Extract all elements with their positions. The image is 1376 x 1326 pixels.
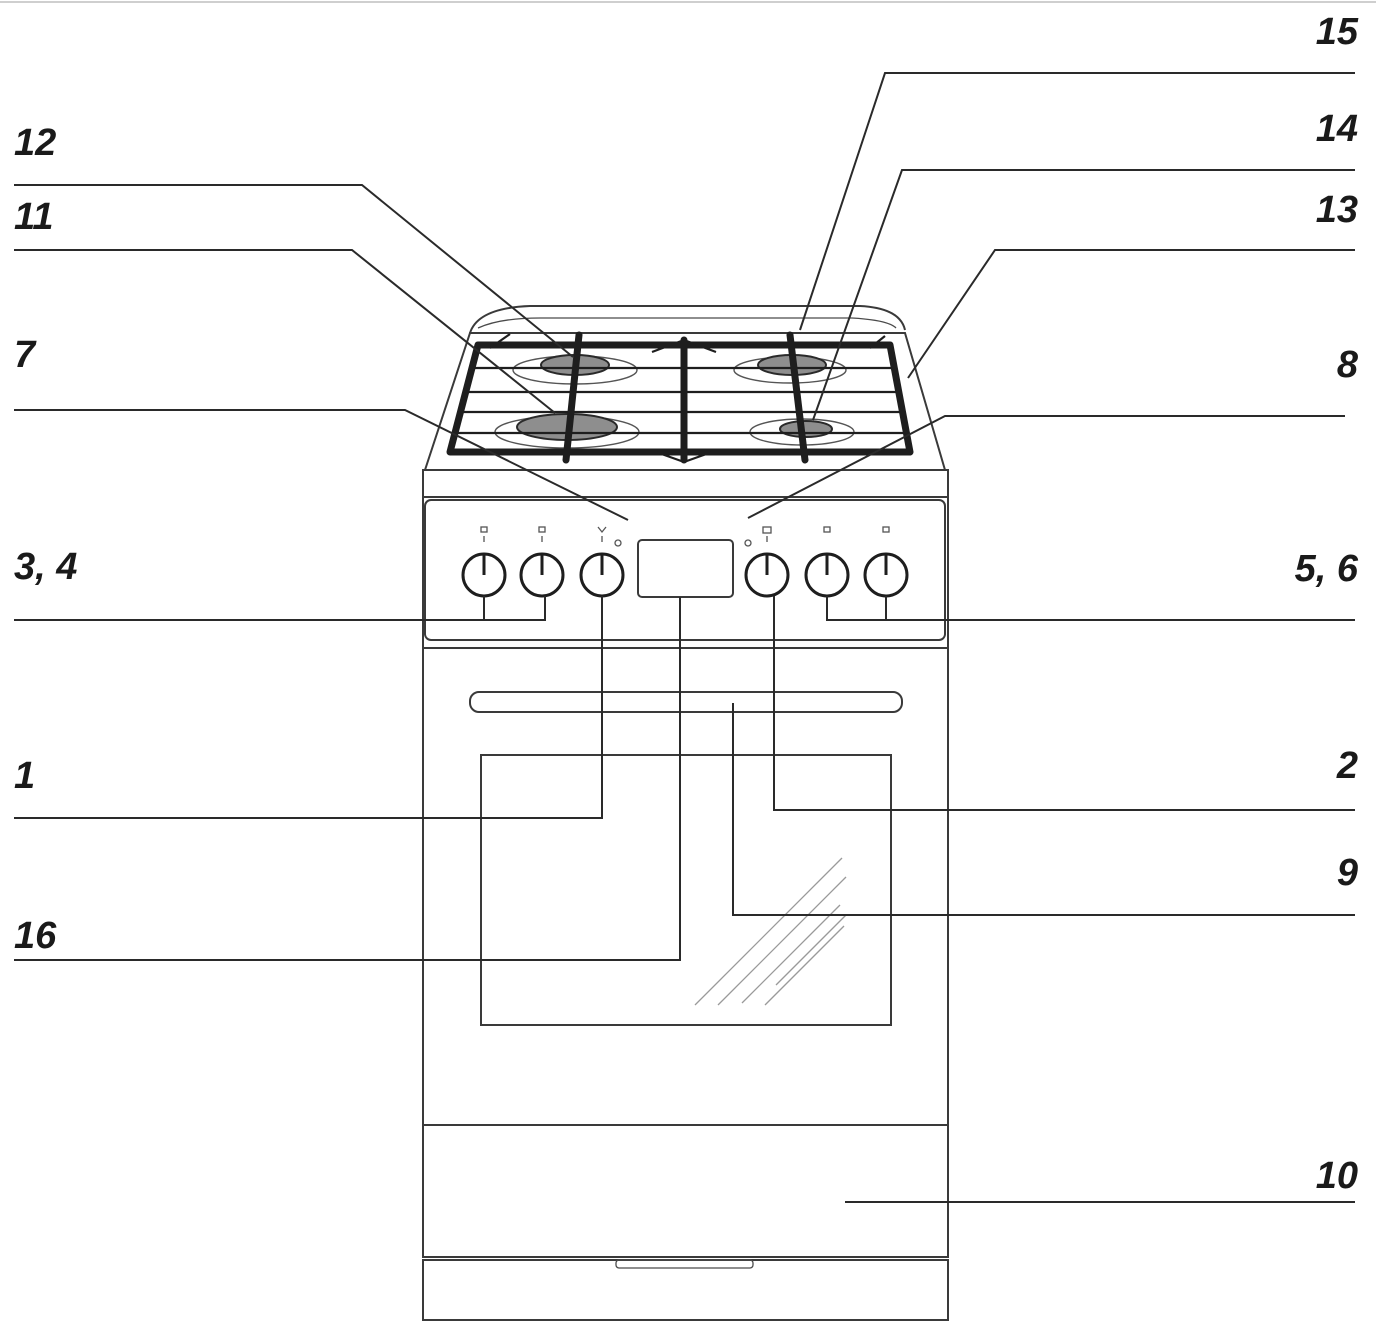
knob-burner-1 [461,552,507,598]
callout-2: 2 [1336,745,1358,787]
callout-1: 1 [14,755,35,797]
callout-16: 16 [14,915,57,957]
callout-labels: 15 14 13 12 11 7 8 3, 4 5, 6 1 2 9 16 10 [14,11,1359,1197]
callout-12: 12 [14,122,56,164]
knob-burner-4 [863,552,909,598]
control-panel [424,499,946,641]
timer-display [637,539,734,598]
oven-door-handle [469,691,903,713]
control-knobs [461,552,909,598]
callout-13: 13 [1316,189,1358,231]
callout-11: 11 [14,196,53,238]
storage-drawer [422,1124,949,1258]
cooker-body [422,305,949,1321]
indicator-light-right [744,539,752,547]
indicator-light-left [614,539,622,547]
pan-supports [446,331,914,464]
callout-10: 10 [1316,1155,1358,1197]
callout-5-6: 5, 6 [1295,548,1359,590]
knob-burner-2 [519,552,565,598]
callout-9: 9 [1337,852,1358,894]
knob-oven-temperature [579,552,625,598]
knob-oven-function [744,552,790,598]
callout-7: 7 [14,334,37,376]
drawer-grip [615,1259,754,1269]
oven-window [480,754,892,1026]
callout-15: 15 [1316,11,1359,53]
knob-burner-3 [804,552,850,598]
callout-14: 14 [1316,108,1358,150]
callout-3-4: 3, 4 [14,546,77,588]
plinth [422,1259,949,1321]
oven-window-reflection [694,857,847,1006]
knob-symbols [480,526,890,547]
leader-lines [14,72,1355,1203]
callout-8: 8 [1337,344,1359,386]
hob-back-edge [469,305,906,334]
